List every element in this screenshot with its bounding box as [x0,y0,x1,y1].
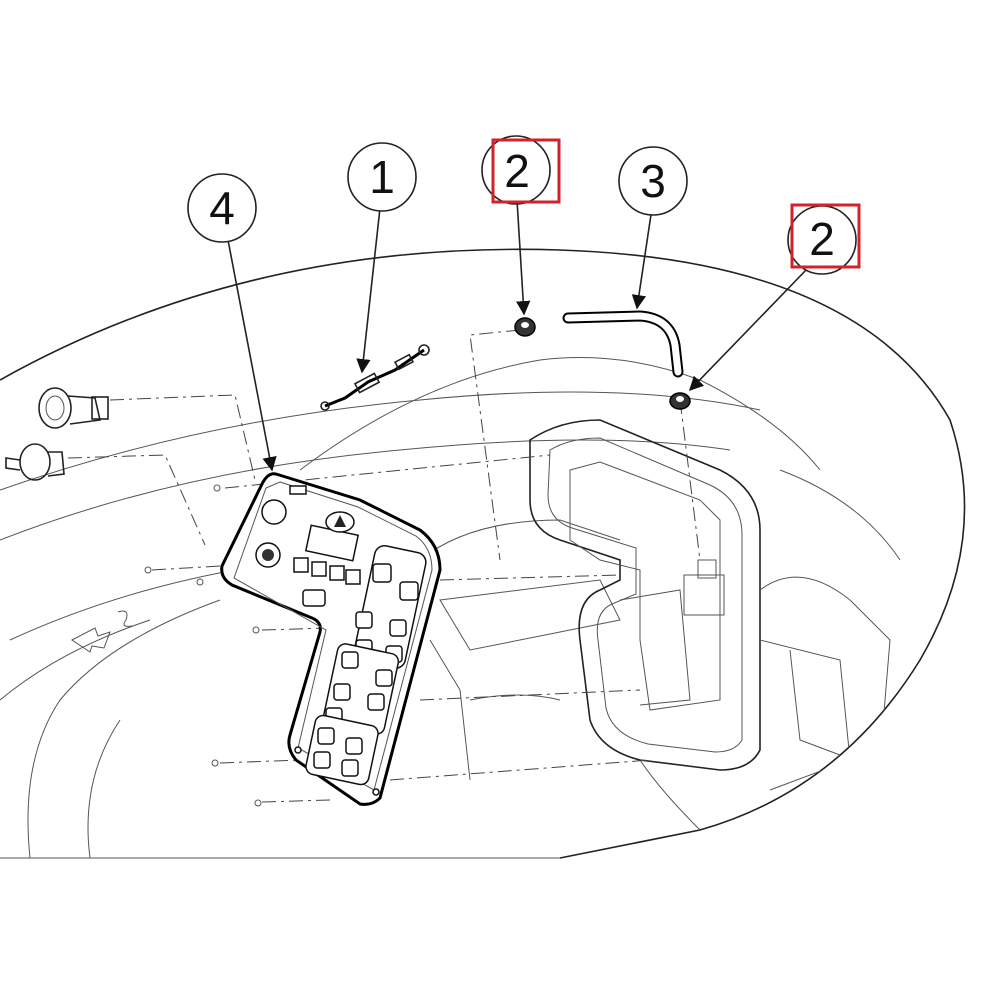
callout-4: 4 [187,173,257,243]
callout-3-label: 3 [640,155,666,207]
callout-2a-highlight [491,138,561,204]
callout-2a-label: 2 [504,145,530,197]
part-3-hose [562,310,684,378]
callout-4-label: 4 [209,182,235,234]
machine-body [0,357,901,859]
alignment-lines [67,329,701,803]
callout-1: 1 [347,142,417,212]
detail-view-outline [0,248,966,859]
callout-1-label: 1 [369,151,395,203]
leader-lines [227,199,809,472]
toggle-switch [5,443,65,481]
part-1-cable [320,344,430,411]
callout-3: 3 [618,146,688,216]
part-2-grommet-top [514,317,536,337]
callout-2b: 2 [787,203,861,275]
callout-2b-highlight [790,203,861,269]
part-4-control-panel [220,472,442,806]
ignition-switch [38,387,109,429]
callout-2a: 2 [481,135,561,205]
callout-2b-label: 2 [809,213,835,265]
part-2-grommet-right [669,392,691,410]
